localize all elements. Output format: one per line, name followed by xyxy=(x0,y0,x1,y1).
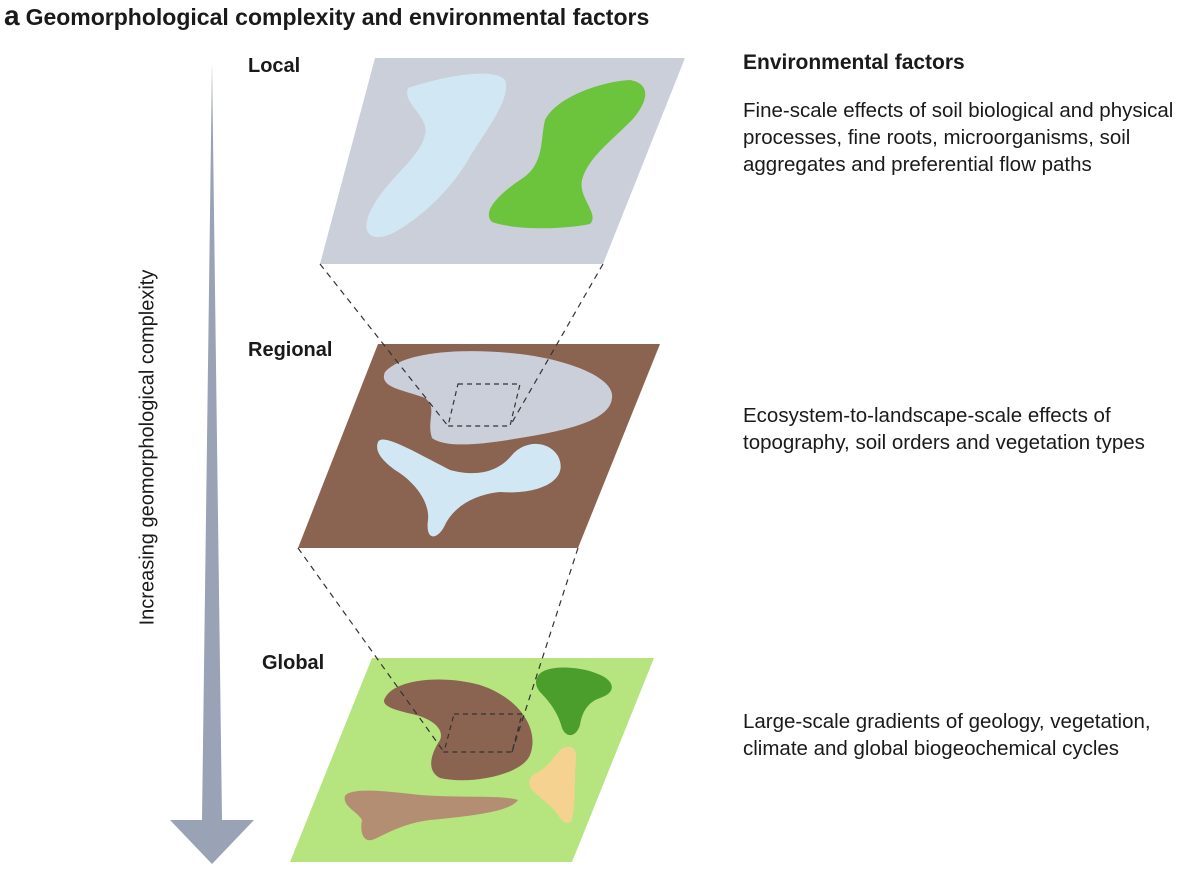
global-factors-text: Large-scale gradients of geology, vegeta… xyxy=(743,710,1151,760)
regional-gray-patch xyxy=(383,351,613,445)
projection-line xyxy=(509,263,604,427)
projection-line xyxy=(511,547,579,753)
complexity-arrow xyxy=(170,62,254,864)
projection-line xyxy=(297,547,445,753)
global-forest-patch xyxy=(535,667,612,736)
regional-water-patch xyxy=(377,439,561,537)
panel-title-text: Geomorphological complexity and environm… xyxy=(25,4,650,30)
global-zoom-box xyxy=(443,713,523,753)
panel-letter: a xyxy=(4,0,20,31)
regional-factors-text: Ecosystem-to-landscape-scale effects of … xyxy=(743,404,1145,454)
local-water-patch xyxy=(366,73,507,238)
local-factors-text: Fine-scale effects of soil biological an… xyxy=(743,99,1174,176)
regional-zoom-box xyxy=(447,383,521,427)
level-label-regional: Regional xyxy=(248,339,333,361)
complexity-axis-label: Increasing geomorphological complexity xyxy=(136,269,159,626)
global-tan-patch xyxy=(344,790,518,841)
level-label-local: Local xyxy=(248,55,301,77)
level-label-global: Global xyxy=(262,652,325,674)
environmental-factors-heading: Environmental factors xyxy=(743,51,965,74)
local-vegetation-patch xyxy=(488,80,646,229)
global-peach-patch xyxy=(529,746,577,823)
global-brown-patch xyxy=(384,679,533,781)
projection-line xyxy=(319,263,449,427)
